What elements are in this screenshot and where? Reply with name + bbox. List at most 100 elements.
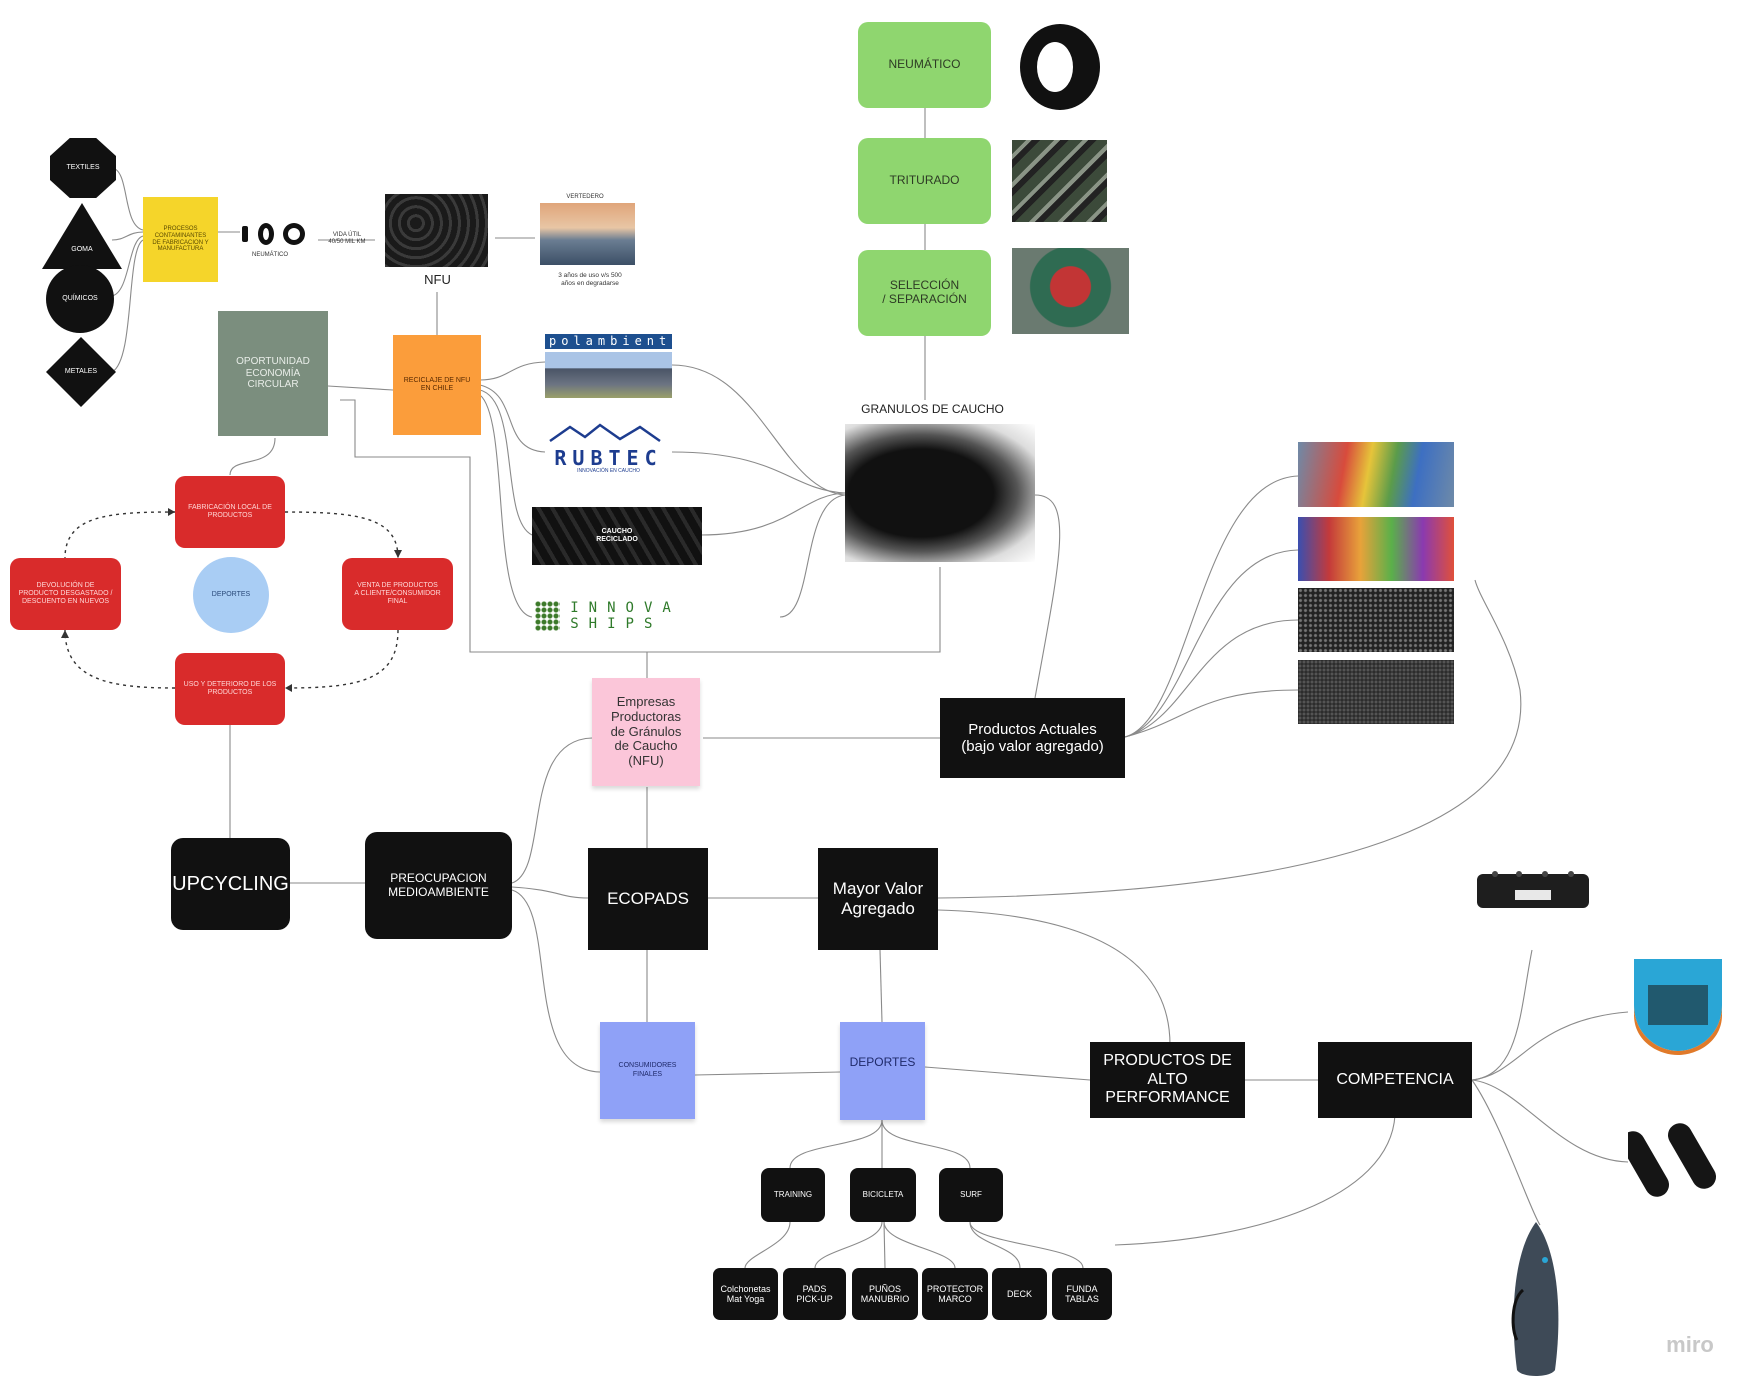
productos-actuales-node[interactable]: Productos Actuales (bajo valor agregado) bbox=[940, 698, 1125, 778]
deck-label: DECK bbox=[1006, 1288, 1032, 1299]
empresas-label: Empresas Productoras de Gránulos de Cauc… bbox=[610, 693, 682, 769]
shredder-image bbox=[1012, 140, 1107, 222]
procesos-label: PROCESOS CONTAMINANTES DE FABRICACION Y … bbox=[152, 225, 209, 253]
vertedero-caption: 3 años de uso v/s 500 años en degradarse bbox=[558, 272, 622, 287]
oportunidad-economia-circular-note[interactable]: OPORTUNIDAD ECONOMÍA CIRCULAR bbox=[218, 311, 328, 436]
metales-label: METALES bbox=[64, 367, 98, 375]
bicicleta-category[interactable]: BICICLETA bbox=[850, 1168, 916, 1222]
neumatico-step-label: NEUMÁTICO bbox=[888, 57, 961, 72]
rubber-granules-image bbox=[845, 424, 1035, 562]
colchonetas-product[interactable]: Colchonetas Mat Yoga bbox=[713, 1268, 778, 1320]
mayor-valor-agregado-node[interactable]: Mayor Valor Agregado bbox=[818, 848, 938, 950]
innovaships-wordmark: INNOVA SHIPS bbox=[570, 600, 681, 632]
colchonetas-label: Colchonetas Mat Yoga bbox=[720, 1283, 771, 1304]
venta-productos-node[interactable]: VENTA DE PRODUCTOS A CLIENTE/CONSUMIDOR … bbox=[342, 558, 453, 630]
protector-product[interactable]: PROTECTOR MARCO bbox=[922, 1268, 988, 1320]
pads-product[interactable]: PADS PICK-UP bbox=[783, 1268, 846, 1320]
competencia-label: COMPETENCIA bbox=[1336, 1070, 1454, 1088]
quimicos-circle[interactable]: QUÍMICOS bbox=[46, 265, 114, 333]
black-granules-image bbox=[1298, 588, 1454, 652]
ecopads-label: ECOPADS bbox=[607, 889, 689, 909]
nfu-tire-pile-image bbox=[385, 194, 488, 267]
innovaships-logo[interactable]: INNOVA SHIPS bbox=[535, 598, 785, 634]
seleccion-step-label: SELECCIÓN / SEPARACIÓN bbox=[882, 278, 967, 306]
landfill-image bbox=[540, 203, 635, 265]
upcycling-label: UPCYCLING bbox=[172, 872, 289, 895]
caucho-reciclado-label: CAUCHO RECICLADO bbox=[596, 527, 638, 543]
deportes-cycle-center[interactable]: DEPORTES bbox=[193, 557, 269, 633]
uso-deterioro-node[interactable]: USO Y DETERIORO DE LOS PRODUCTOS bbox=[175, 653, 285, 725]
goma-triangle[interactable]: GOMA bbox=[42, 203, 122, 269]
training-category[interactable]: TRAINING bbox=[761, 1168, 825, 1222]
empresas-productoras-note[interactable]: Empresas Productoras de Gránulos de Cauc… bbox=[592, 678, 700, 786]
miro-watermark: miro bbox=[1666, 1332, 1714, 1357]
polambiente-building-image bbox=[545, 352, 672, 398]
surf-category[interactable]: SURF bbox=[939, 1168, 1003, 1222]
separation-machine-image bbox=[1012, 248, 1129, 334]
triturado-step-label: TRITURADO bbox=[889, 173, 960, 188]
bike-frame-protector-image bbox=[1475, 868, 1591, 910]
competencia-node[interactable]: COMPETENCIA bbox=[1318, 1042, 1472, 1118]
devolucion-label: DEVOLUCIÓN DE PRODUCTO DESGASTADO / DESC… bbox=[18, 581, 113, 606]
ecopads-node[interactable]: ECOPADS bbox=[588, 848, 708, 950]
seleccion-separacion-step[interactable]: SELECCIÓN / SEPARACIÓN bbox=[858, 250, 991, 336]
goma-label: GOMA bbox=[71, 245, 93, 253]
tire-image bbox=[1015, 22, 1105, 112]
consumidores-finales-note[interactable]: CONSUMIDORES FINALES bbox=[600, 1022, 695, 1119]
punos-product[interactable]: PUÑOS MANUBRIO bbox=[852, 1268, 918, 1320]
rubber-floor-image bbox=[1298, 660, 1454, 724]
procesos-contaminantes-note[interactable]: PROCESOS CONTAMINANTES DE FABRICACION Y … bbox=[143, 197, 218, 282]
vida-util-label: VIDA ÚTIL 40/50 MIL KM bbox=[328, 232, 366, 246]
innovaships-leaf-icon bbox=[535, 601, 561, 631]
neumatico-step[interactable]: NEUMÁTICO bbox=[858, 22, 991, 108]
polambiente-wordmark: polambiente bbox=[545, 334, 678, 349]
funda-label: FUNDA TABLAS bbox=[1065, 1283, 1099, 1304]
colored-granules-image bbox=[1298, 517, 1454, 581]
pads-label: PADS PICK-UP bbox=[796, 1283, 833, 1304]
venta-label: VENTA DE PRODUCTOS A CLIENTE/CONSUMIDOR … bbox=[354, 581, 441, 606]
cycle-center-label: DEPORTES bbox=[211, 590, 251, 598]
bike-grips-image bbox=[1621, 1108, 1728, 1208]
nfu-label: NFU bbox=[424, 272, 451, 287]
oportunidad-label: OPORTUNIDAD ECONOMÍA CIRCULAR bbox=[236, 356, 310, 391]
punos-label: PUÑOS MANUBRIO bbox=[860, 1283, 910, 1304]
deportes-note[interactable]: DEPORTES bbox=[840, 1022, 925, 1120]
triturado-step[interactable]: TRITURADO bbox=[858, 138, 991, 224]
colored-pencils-image bbox=[1298, 442, 1454, 507]
textiles-octagon[interactable]: TEXTILES bbox=[50, 138, 116, 198]
uso-label: USO Y DETERIORO DE LOS PRODUCTOS bbox=[183, 680, 277, 696]
reciclaje-nfu-chile-note[interactable]: RECICLAJE DE NFU EN CHILE bbox=[393, 335, 481, 435]
rubtec-logo[interactable]: RUBTEC INNOVACIÓN EN CAUCHO bbox=[545, 423, 672, 475]
training-label: TRAINING bbox=[773, 1190, 813, 1200]
fabricacion-local-node[interactable]: FABRICACIÓN LOCAL DE PRODUCTOS bbox=[175, 476, 285, 548]
rubtec-wordmark: RUBTEC bbox=[554, 446, 663, 470]
bicicleta-label: BICICLETA bbox=[862, 1190, 904, 1200]
devolucion-producto-node[interactable]: DEVOLUCIÓN DE PRODUCTO DESGASTADO / DESC… bbox=[10, 558, 121, 630]
preocupacion-medioambiente-node[interactable]: PREOCUPACION MEDIOAMBIENTE bbox=[365, 832, 512, 939]
surf-label: SURF bbox=[960, 1190, 982, 1200]
vertedero-title: VERTEDERO bbox=[566, 194, 604, 200]
upcycling-node[interactable]: UPCYCLING bbox=[171, 838, 290, 930]
alto-performance-node[interactable]: PRODUCTOS DE ALTO PERFORMANCE bbox=[1090, 1042, 1245, 1118]
rubtec-roof-icon bbox=[549, 423, 661, 443]
deck-product[interactable]: DECK bbox=[992, 1268, 1047, 1320]
tire-parts-icon bbox=[240, 220, 320, 246]
metales-diamond[interactable]: METALES bbox=[46, 337, 116, 407]
alto-performance-label: PRODUCTOS DE ALTO PERFORMANCE bbox=[1103, 1052, 1232, 1107]
mayor-valor-label: Mayor Valor Agregado bbox=[832, 879, 924, 918]
funda-product[interactable]: FUNDA TABLAS bbox=[1052, 1268, 1112, 1320]
protector-label: PROTECTOR MARCO bbox=[926, 1283, 984, 1304]
reciclaje-label: RECICLAJE DE NFU EN CHILE bbox=[403, 376, 471, 392]
fabricacion-label: FABRICACIÓN LOCAL DE PRODUCTOS bbox=[188, 503, 272, 519]
textiles-label: TEXTILES bbox=[66, 163, 100, 171]
deportes-label: DEPORTES bbox=[849, 1055, 916, 1069]
quimicos-label: QUÍMICOS bbox=[62, 294, 98, 302]
consumidores-label: CONSUMIDORES FINALES bbox=[618, 1062, 677, 1078]
neumatico-small-label: NEUMÁTICO bbox=[252, 252, 288, 258]
granulos-label: GRANULOS DE CAUCHO bbox=[861, 402, 1004, 416]
rubtec-tagline: INNOVACIÓN EN CAUCHO bbox=[577, 468, 640, 474]
preocupacion-label: PREOCUPACION MEDIOAMBIENTE bbox=[388, 870, 489, 899]
polambiente-logo[interactable]: polambiente bbox=[545, 334, 678, 398]
caucho-reciclado-logo[interactable]: CAUCHO RECICLADO bbox=[532, 507, 702, 565]
